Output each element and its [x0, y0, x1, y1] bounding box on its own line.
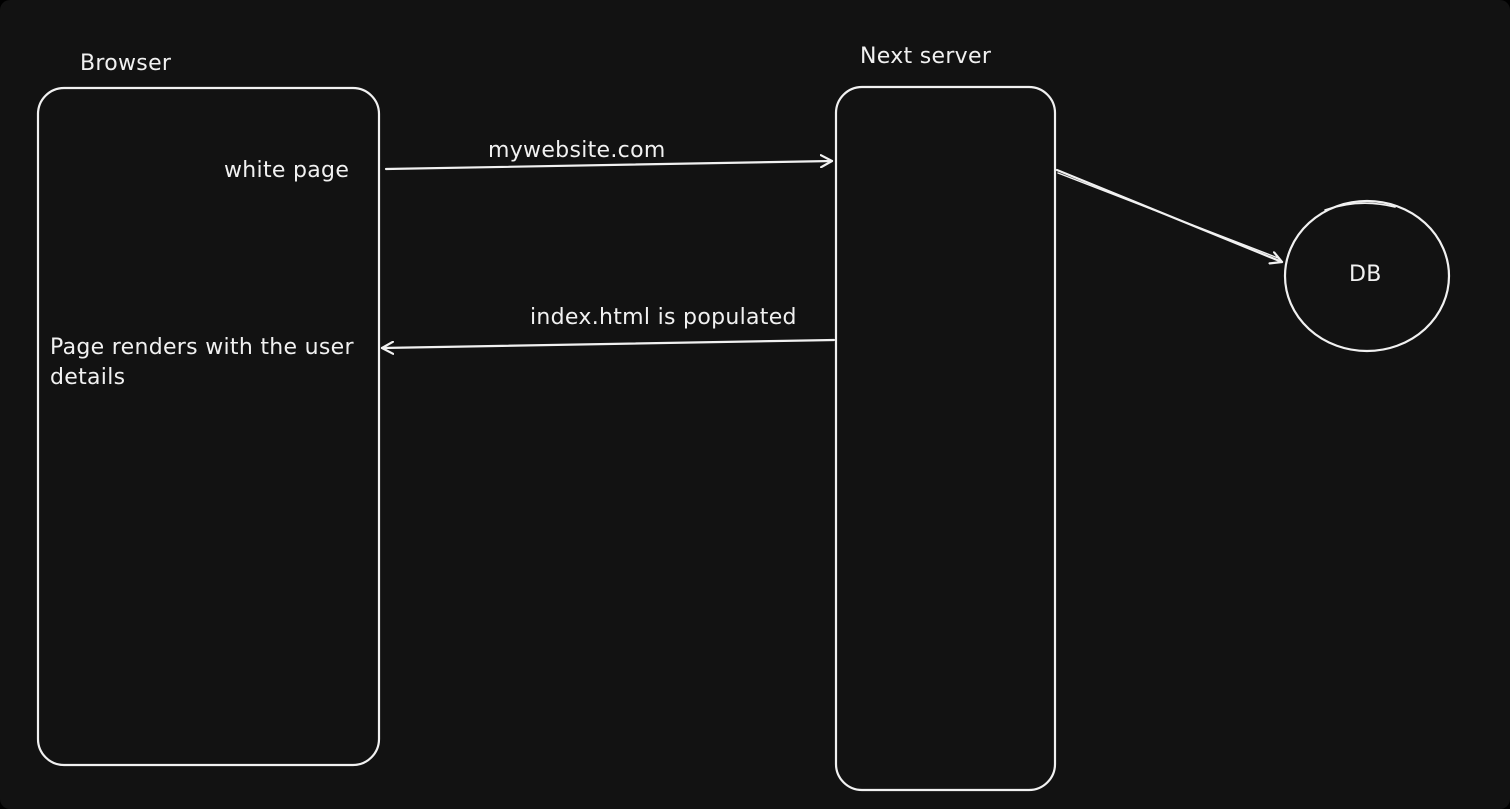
- request-edge-label: mywebsite.com: [488, 138, 666, 163]
- page-renders-note: Page renders with the user details: [50, 335, 354, 390]
- db-query-arrow-sketch: [1057, 172, 1279, 259]
- browser-box: [36, 86, 381, 767]
- response-edge-label: index.html is populated: [530, 305, 797, 330]
- db-circle-sketch-overlap: [1324, 202, 1396, 211]
- response-arrow: [380, 338, 836, 348]
- browser-label: Browser: [80, 51, 172, 76]
- server-box: [834, 85, 1057, 792]
- server-label: Next server: [860, 44, 992, 69]
- db-label: DB: [1349, 262, 1382, 287]
- request-arrow: [384, 161, 834, 171]
- db-circle: [1283, 199, 1451, 353]
- white-page-note: white page: [224, 158, 350, 183]
